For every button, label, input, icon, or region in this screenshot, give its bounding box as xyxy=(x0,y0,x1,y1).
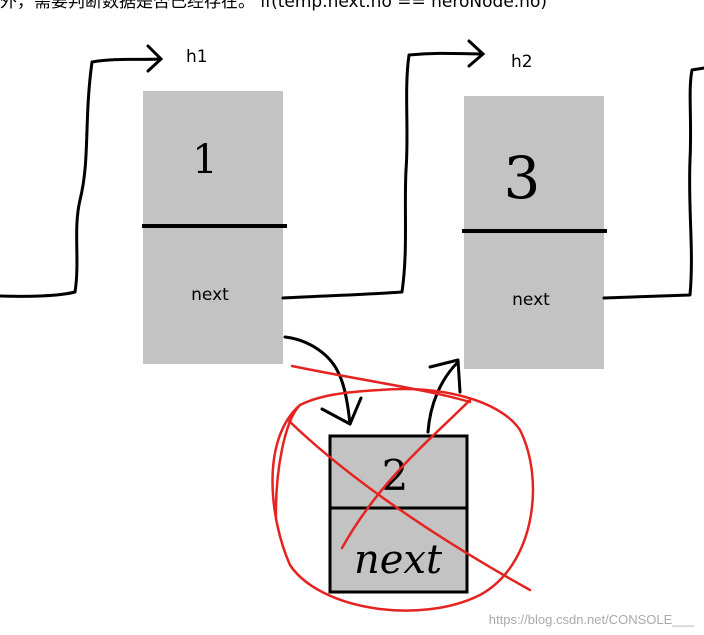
head-label-h1: h1 xyxy=(186,47,208,67)
node-2-box xyxy=(328,434,469,594)
arrowhead-into-node2 xyxy=(320,396,363,426)
red-x-stroke-2 xyxy=(340,398,472,550)
node-2-new: 2 next xyxy=(328,434,469,594)
node-3: 3 next xyxy=(462,96,607,369)
link-into-h1 xyxy=(0,57,162,298)
node-3-value: 3 xyxy=(504,144,541,212)
node-2-next-label: next xyxy=(354,537,443,583)
arrowhead-into-h2 xyxy=(467,39,486,68)
arrowhead-into-h1 xyxy=(146,44,164,73)
csdn-watermark: https://blog.csdn.net/CONSOLE___ xyxy=(488,612,694,627)
header-code-text: 外，需要判断数据是否已经存在。 if(temp.next.no == heroN… xyxy=(0,0,547,11)
link-node1-to-node2 xyxy=(283,335,352,426)
link-node1-to-h2 xyxy=(281,51,484,300)
head-label-h2: h2 xyxy=(511,52,533,72)
arrowhead-into-node3 xyxy=(428,358,462,394)
node-1-value: 1 xyxy=(192,137,217,183)
node-3-next-label: next xyxy=(512,290,550,310)
node-1-next-label: next xyxy=(191,285,229,305)
node-1: 1 next xyxy=(142,91,287,364)
red-x-stroke-1 xyxy=(286,364,532,592)
link-node3-out xyxy=(602,66,704,300)
red-circle-crossout xyxy=(271,387,535,612)
